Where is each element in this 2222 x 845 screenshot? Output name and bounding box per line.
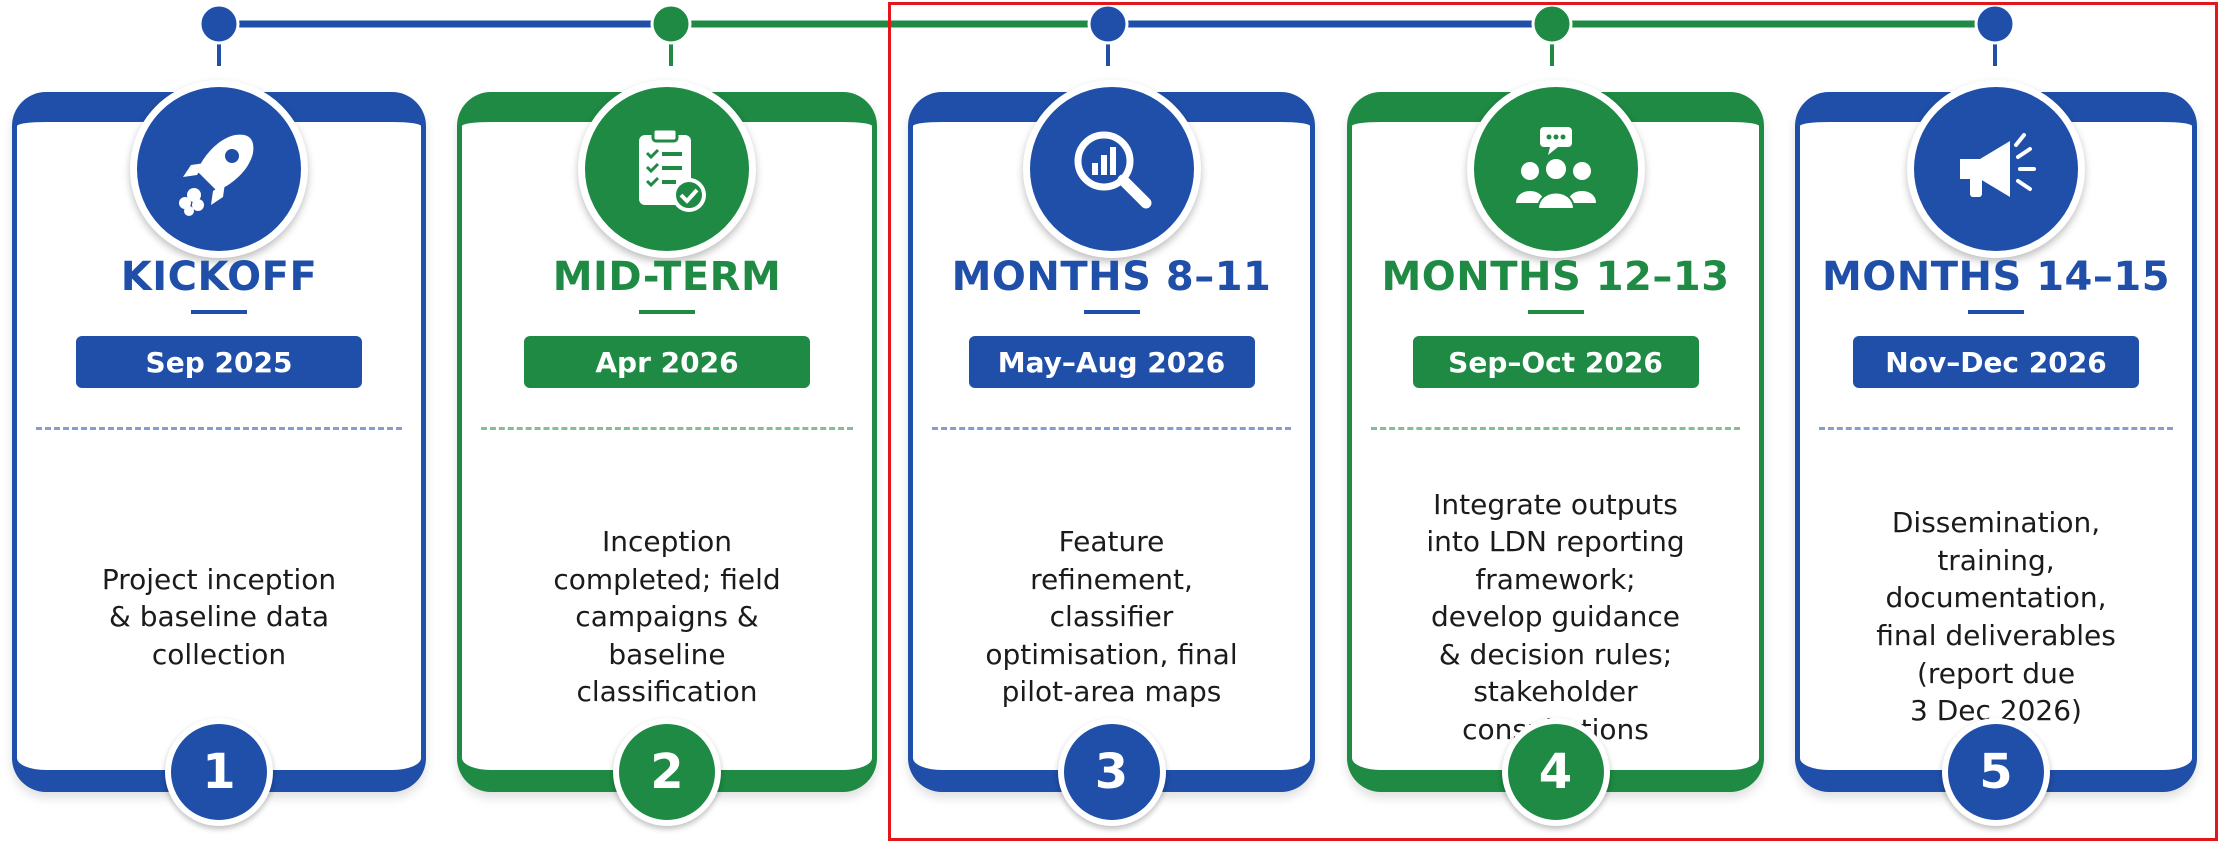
icon-badge — [578, 80, 756, 258]
milestone-title: MONTHS 12–13 — [1381, 254, 1730, 300]
milestone-number: 4 — [1501, 718, 1610, 826]
timeline-node-1 — [198, 3, 240, 66]
icon-badge — [130, 80, 308, 258]
milestone-card-3: MONTHS 8–11 May–Aug 2026 Feature refinem… — [908, 80, 1315, 826]
timeline-node-2 — [650, 3, 692, 66]
icon-badge — [1466, 80, 1645, 258]
rocket-icon — [179, 134, 254, 216]
milestone-card-4: MONTHS 12–13 Sep–Oct 2026 Integrate outp… — [1347, 80, 1764, 826]
group-discussion-icon — [1515, 127, 1596, 210]
title-underline — [1968, 310, 2024, 314]
milestone-description: Inception completed; field campaigns & b… — [553, 525, 781, 709]
date-badge: May–Aug 2026 — [968, 336, 1255, 388]
milestone-description: Project inception & baseline data collec… — [101, 562, 337, 671]
milestone-number: 1 — [165, 718, 273, 826]
title-underline — [1527, 310, 1584, 314]
title-underline — [639, 310, 695, 314]
milestone-number: 5 — [1942, 718, 2050, 826]
dotted-divider — [932, 427, 1291, 430]
magnifier-chart-icon — [1074, 131, 1151, 209]
date-badge: Sep 2025 — [76, 336, 362, 388]
timeline-node-3 — [1087, 3, 1129, 66]
milestone-title: MID-TERM — [552, 254, 782, 300]
milestone-description: Integrate outputs into LDN reporting fra… — [1426, 487, 1685, 746]
dotted-divider — [481, 427, 853, 430]
milestone-title: MONTHS 14–15 — [1821, 254, 2171, 300]
milestone-title: KICKOFF — [120, 254, 318, 300]
milestone-description: Feature refinement, classifier optimisat… — [985, 525, 1238, 709]
dotted-divider — [36, 427, 402, 430]
milestone-card-1: KICKOFF Sep 2025 Project inception & bas… — [12, 80, 426, 826]
title-underline — [1083, 310, 1140, 314]
milestone-description: Dissemination, training, documentation, … — [1876, 506, 2116, 728]
megaphone-icon — [1960, 133, 2036, 197]
timeline-node-5 — [1974, 3, 2016, 66]
date-badge: Nov–Dec 2026 — [1853, 336, 2139, 388]
milestone-number: 2 — [613, 718, 721, 826]
clipboard-checklist-icon — [639, 127, 706, 212]
title-underline — [191, 310, 247, 314]
dotted-divider — [1819, 427, 2173, 430]
icon-badge — [1907, 80, 2085, 258]
milestone-card-5: MONTHS 14–15 Nov–Dec 2026 Dissemination,… — [1795, 80, 2197, 826]
date-badge: Apr 2026 — [524, 336, 810, 388]
milestone-title: MONTHS 8–11 — [951, 254, 1272, 300]
dotted-divider — [1371, 427, 1740, 430]
milestone-number: 3 — [1057, 718, 1166, 826]
icon-badge — [1022, 80, 1201, 258]
milestone-card-2: MID-TERM Apr 2026 Inception completed; f… — [457, 80, 877, 826]
date-badge: Sep–Oct 2026 — [1412, 336, 1699, 388]
timeline-node-4 — [1531, 3, 1573, 66]
